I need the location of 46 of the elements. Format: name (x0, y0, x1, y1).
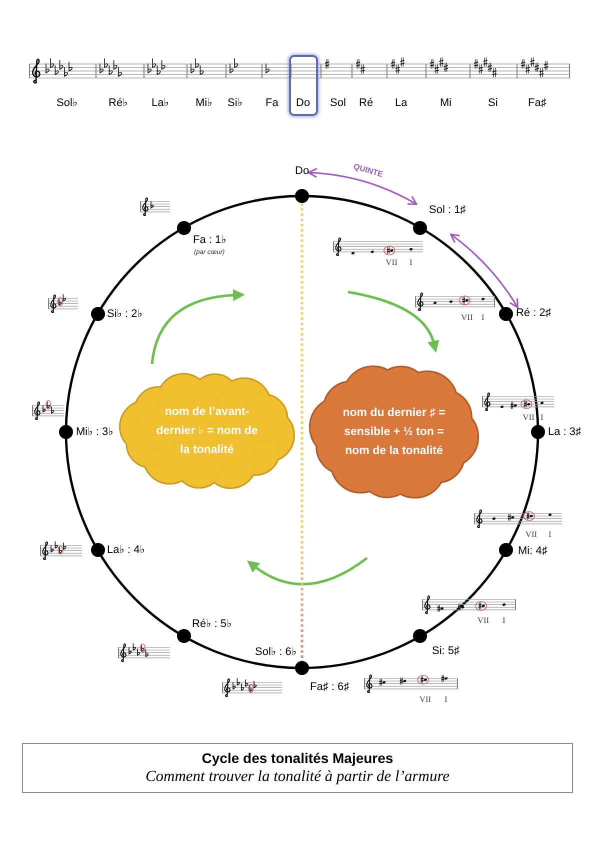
key-label: Do (295, 165, 310, 178)
degree-label: VII (384, 258, 399, 267)
key-name: Si♭ (228, 97, 242, 110)
key-name: Si (488, 97, 498, 110)
key-name: Fa♯ (528, 97, 546, 110)
key-label: Fa : 1♭ (193, 234, 226, 247)
key-label: Mi♭ : 3♭ (76, 426, 114, 439)
key-label: Sol♭ : 6♭ (255, 646, 297, 659)
diagram-title: Cycle des tonalités Majeures (202, 749, 394, 767)
key-label: La♭ : 4♭ (106, 544, 145, 557)
degree-label: I (443, 695, 449, 704)
degree-label: VII (476, 616, 491, 625)
dotted-line (300, 203, 304, 661)
degree-label: I (501, 616, 507, 625)
key-name: Sol♭ (56, 97, 78, 110)
key-name: Sol (330, 97, 346, 110)
key-label: Ré♭ : 5♭ (192, 618, 232, 631)
highlight-frame (289, 55, 318, 116)
degree-label: I (547, 530, 553, 539)
key-label: Fa♯ : 6♯ (310, 681, 350, 694)
key-label: La : 3♯ (548, 426, 582, 439)
key-name: La (395, 97, 408, 110)
degree-label: VII (418, 695, 433, 704)
diagram-caption: Comment trouver la tonalité à partir de l’armure (145, 767, 450, 787)
double-arrow (450, 234, 519, 308)
key-name: Fa (266, 97, 278, 110)
double-arrow (308, 168, 418, 206)
key-name: Mi (440, 97, 452, 110)
key-label: Si: 5♯ (432, 644, 460, 658)
degree-label: I (480, 313, 486, 322)
key-label: Mi: 4♯ (518, 545, 548, 558)
key-name: Do (296, 96, 310, 110)
key-name: La♭ (152, 97, 169, 110)
degree-label: VII (524, 530, 539, 539)
key-name: Ré♭ (108, 97, 128, 110)
degree-label: VII (521, 413, 536, 422)
key-name: Mi♭ (196, 97, 212, 110)
cloud-text: nom du dernier ♯ = sensible + ½ ton = nom de la tonalité (342, 406, 446, 458)
cloud-text: nom de l’avant-dernier ♭ = nom de la tonalité (155, 404, 259, 458)
degree-label: VII (460, 313, 474, 322)
key-label: Sol : 1♯ (429, 204, 466, 217)
key-label: Ré : 2♯ (516, 307, 551, 320)
key-name: Ré (359, 97, 374, 110)
degree-label: I (408, 258, 414, 267)
degree-label: I (539, 413, 545, 422)
key-label: Si♭ : 2♭ (106, 308, 142, 321)
